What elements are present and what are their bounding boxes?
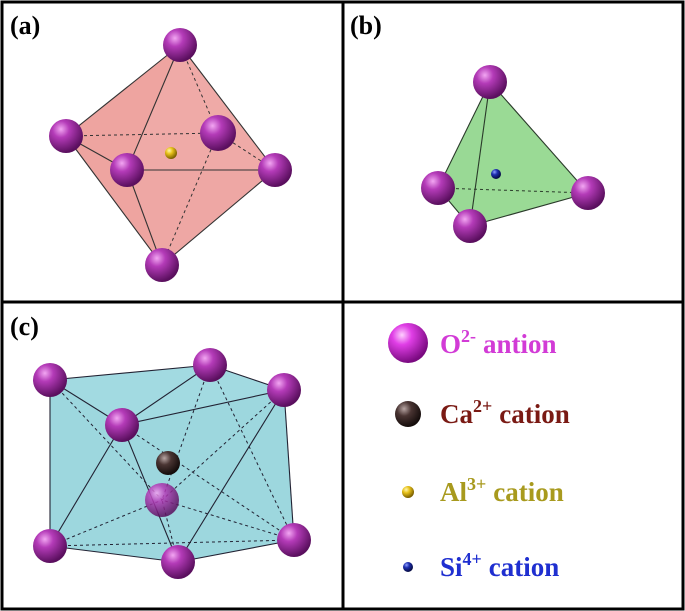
oxygen-anion-c-tm <box>193 348 227 382</box>
panel-label-c: (c) <box>10 312 39 341</box>
oxygen-anion-a-back <box>200 115 236 151</box>
oxygen-anion-c-tl <box>33 363 67 397</box>
oxygen-anion-b-top <box>473 65 507 99</box>
legend-silicon-sphere <box>403 562 413 572</box>
oxygen-anion-b-bottom <box>453 209 487 243</box>
legend-calcium-text: Ca2+cation <box>440 396 570 429</box>
legend-oxygen-text: O2-antion <box>440 326 557 359</box>
legend-silicon-text: Si4+cation <box>440 549 559 582</box>
oxygen-anion-a-top <box>163 28 197 62</box>
oxygen-anion-a-left <box>49 119 83 153</box>
legend-oxygen-sphere <box>388 323 428 363</box>
panel-c-polyhedron <box>33 348 311 579</box>
oxygen-anion-c-br <box>277 523 311 557</box>
legend: O2-antion Ca2+cation Al3+cation Si4+cati… <box>388 323 570 582</box>
legend-calcium-sphere <box>395 401 421 427</box>
panel-label-b: (b) <box>350 11 382 40</box>
oxygen-anion-c-bl <box>33 529 67 563</box>
aluminum-cation-a <box>165 147 177 159</box>
oxygen-anion-b-right <box>571 176 605 210</box>
panel-a-octahedron <box>49 28 292 282</box>
oxygen-anion-c-tr <box>267 373 301 407</box>
silicon-cation-b <box>491 169 501 179</box>
oxygen-anion-c-inner <box>145 483 179 517</box>
panel-label-a: (a) <box>10 11 40 40</box>
oxygen-anion-c-front <box>105 408 139 442</box>
legend-aluminum-text: Al3+cation <box>440 474 564 507</box>
panel-b-tetrahedron <box>421 65 605 243</box>
legend-aluminum-sphere <box>402 486 414 498</box>
oxygen-anion-c-bm <box>161 545 195 579</box>
oxygen-anion-b-left <box>421 171 455 205</box>
oxygen-anion-a-right <box>258 153 292 187</box>
oxygen-anion-a-bottom <box>145 248 179 282</box>
oxygen-anion-a-front <box>110 153 144 187</box>
calcium-cation-c <box>156 451 180 475</box>
